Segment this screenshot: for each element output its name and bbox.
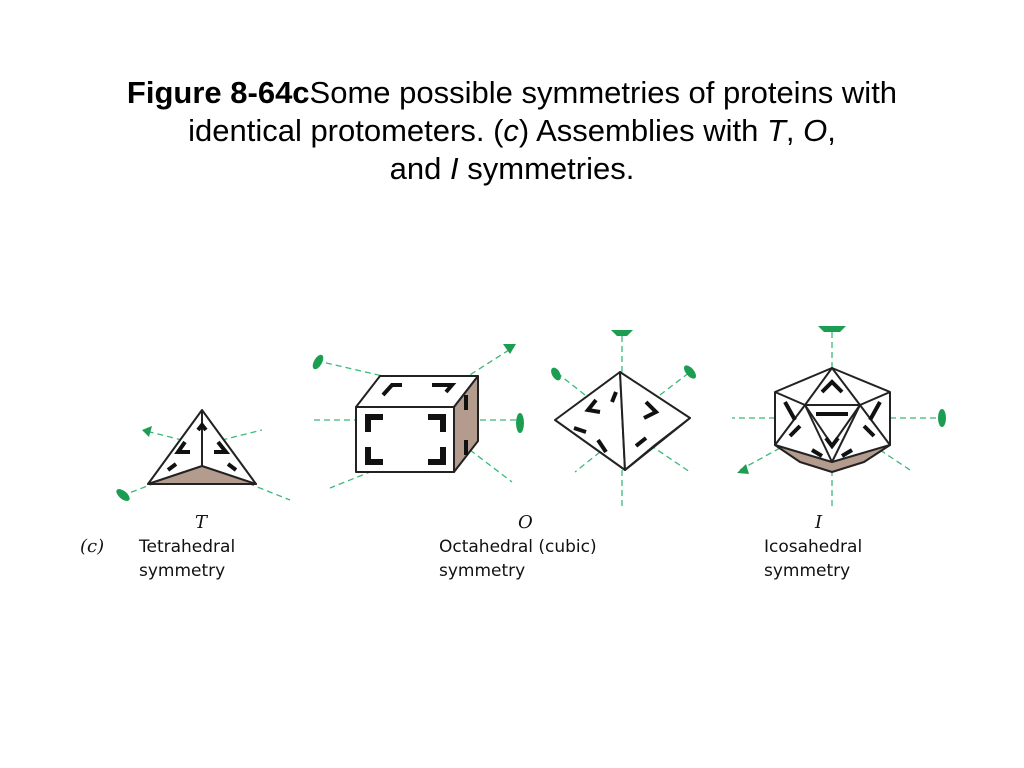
- icosahedral-label-1: Icosahedral: [764, 537, 862, 557]
- caption-text-3: and: [389, 151, 451, 186]
- caption-sep-1: ,: [785, 113, 804, 148]
- caption-sep-2: ,: [827, 113, 836, 148]
- tetrahedral-symbol: T: [195, 512, 209, 533]
- octahedral-symbol: O: [518, 512, 533, 533]
- tetrahedral-label-1: Tetrahedral: [138, 537, 235, 557]
- icosahedron-diagram: [732, 326, 946, 510]
- icosahedral-label-2: symmetry: [764, 561, 850, 581]
- caption-text-1: Some possible symmetries of proteins wit…: [188, 75, 898, 148]
- octahedron-diagram: [551, 330, 696, 510]
- tetrahedral-label-2: symmetry: [139, 561, 225, 581]
- caption-symbol-t: T: [766, 113, 786, 148]
- caption-symbol-o: O: [803, 113, 828, 148]
- cube-diagram: [312, 344, 524, 489]
- figure-caption: Figure 8-64cSome possible symmetries of …: [92, 74, 932, 188]
- caption-symbol-i: I: [450, 151, 459, 186]
- tetrahedron-diagram: [116, 409, 291, 501]
- symmetry-figure: (c) T Tetrahedral symmetry O Octahedral …: [80, 326, 946, 581]
- icosahedral-symbol: I: [814, 512, 823, 533]
- caption-part: c: [503, 113, 519, 148]
- octahedral-label-1: Octahedral (cubic): [439, 537, 597, 557]
- caption-text-2: ) Assemblies with: [518, 113, 767, 148]
- panel-label: (c): [80, 536, 104, 557]
- figure-label: Figure 8-64c: [126, 75, 310, 110]
- caption-text-4: symmetries.: [458, 151, 635, 186]
- octahedral-label-2: symmetry: [439, 561, 525, 581]
